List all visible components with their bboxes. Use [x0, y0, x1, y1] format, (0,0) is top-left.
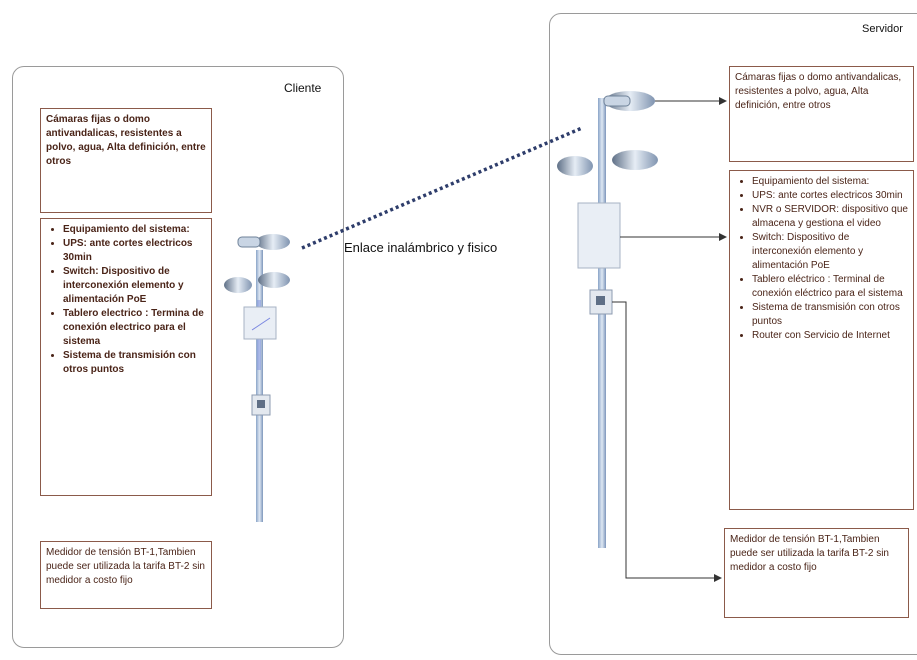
- server-cameras-text: Cámaras fijas o domo antivandalicas, res…: [735, 72, 902, 111]
- client-equipment-item: UPS: ante cortes electricos 30min: [63, 237, 206, 265]
- client-equipment-item: Tablero electrico : Termina de conexión …: [63, 307, 206, 349]
- server-electrical-box-icon: [589, 289, 613, 315]
- client-electrical-box-icon: [251, 394, 271, 416]
- server-equipment-item: Equipamiento del sistema:: [752, 175, 908, 189]
- server-meter-box: Medidor de tensión BT-1,Tambien puede se…: [724, 528, 909, 618]
- client-meter-box: Medidor de tensión BT-1,Tambien puede se…: [40, 541, 212, 609]
- client-antenna-icon: [243, 306, 277, 340]
- client-meter-text: Medidor de tensión BT-1,Tambien puede se…: [46, 547, 205, 586]
- client-pole: [256, 250, 263, 522]
- client-camera-icon: [224, 272, 290, 293]
- server-equipment-item: Tablero eléctrico : Terminal de conexión…: [752, 273, 908, 301]
- client-camera-icon: [237, 234, 290, 250]
- client-cameras-text: Cámaras fijas o domo antivandalicas, res…: [46, 114, 206, 167]
- client-equipment-box: Equipamiento del sistema: UPS: ante cort…: [40, 218, 212, 496]
- client-equipment-list: Equipamiento del sistema: UPS: ante cort…: [46, 223, 206, 377]
- server-camera-icon: [557, 150, 658, 176]
- client-title: Cliente: [284, 81, 322, 95]
- server-equipment-item: Sistema de transmisión con otros puntos: [752, 301, 908, 329]
- server-antenna-icon: [577, 202, 621, 269]
- server-equipment-item: NVR o SERVIDOR: dispositivo que almacena…: [752, 203, 908, 231]
- server-camera-icon: [603, 91, 655, 111]
- server-equipment-box: Equipamiento del sistema: UPS: ante cort…: [729, 170, 914, 510]
- server-title: Servidor: [862, 23, 903, 35]
- link-label: Enlace inalámbrico y fisico: [344, 240, 498, 255]
- server-cameras-box: Cámaras fijas o domo antivandalicas, res…: [729, 66, 914, 162]
- client-equipment-item: Equipamiento del sistema:: [63, 223, 206, 237]
- server-pole: [598, 98, 606, 548]
- client-cameras-box: Cámaras fijas o domo antivandalicas, res…: [40, 108, 212, 213]
- server-meter-connector: [612, 301, 722, 582]
- server-meter-text: Medidor de tensión BT-1,Tambien puede se…: [730, 534, 889, 573]
- server-equipment-item: Router con Servicio de Internet: [752, 329, 908, 343]
- wireless-link-line: [301, 126, 583, 250]
- server-equipment-item: Switch: Dispositivo de interconexión ele…: [752, 231, 908, 273]
- server-equipment-list: Equipamiento del sistema: UPS: ante cort…: [735, 175, 908, 343]
- server-equipment-item: UPS: ante cortes electricos 30min: [752, 189, 908, 203]
- client-equipment-item: Sistema de transmisión con otros puntos: [63, 349, 206, 377]
- client-equipment-item: Switch: Dispositivo de interconexión ele…: [63, 265, 206, 307]
